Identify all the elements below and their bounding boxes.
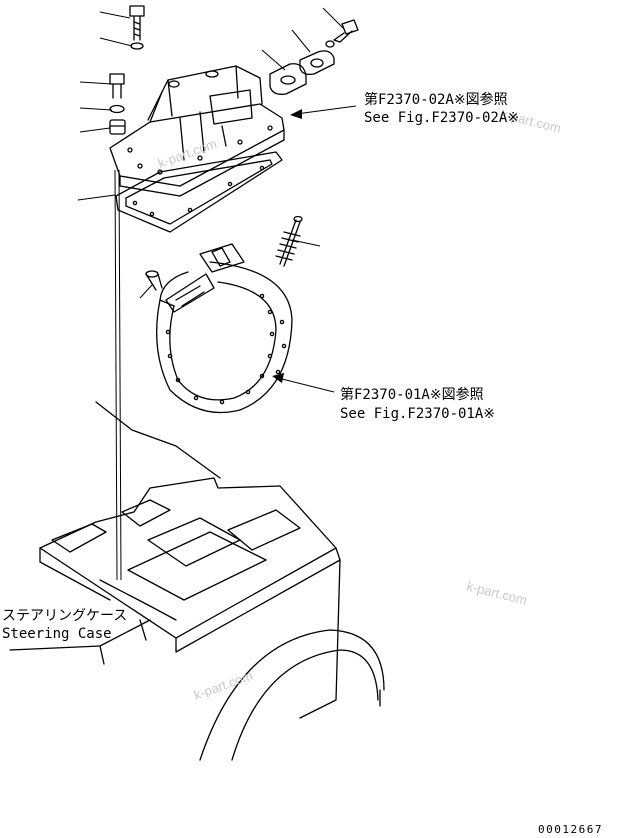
- brake-band-icon: [156, 243, 293, 414]
- spring-icon: [275, 215, 303, 267]
- nut-icon: [109, 119, 126, 135]
- case-label-en: Steering Case: [2, 626, 112, 642]
- reference-arrow-lower: [272, 373, 335, 393]
- watermark-3: k-part.com: [465, 578, 528, 607]
- bolt-middle-icon: [109, 73, 125, 99]
- reference-upper-jp: 第F2370-02A※図参照: [364, 91, 508, 108]
- watermark-2: k-part.com: [156, 136, 219, 171]
- washer-right-icon: [325, 40, 335, 48]
- reference-upper-en: See Fig.F2370-02A※: [364, 110, 519, 126]
- washer-upper-icon: [130, 42, 144, 50]
- leader-lines: [77, 7, 344, 581]
- reference-arrow-upper: [290, 105, 357, 119]
- cover-plate-icon: [299, 50, 335, 76]
- case-label-jp: ステアリングケース: [2, 608, 127, 624]
- bolt-upper-icon: [129, 5, 145, 41]
- washer-middle-icon: [109, 104, 125, 114]
- reference-lower-jp: 第F2370-01A※図参照: [340, 386, 484, 403]
- drawing-number: 00012667: [538, 823, 603, 836]
- steering-case-icon: [9, 401, 385, 761]
- watermark-4: k-part.com: [192, 668, 255, 703]
- gasket-small-icon: [269, 63, 307, 95]
- reference-lower-en: See Fig.F2370-01A※: [340, 406, 495, 422]
- housing-cover-icon: [109, 65, 285, 197]
- pin-icon: [145, 270, 163, 291]
- gasket-large-icon: [115, 151, 283, 233]
- bolt-right-icon: [333, 19, 359, 43]
